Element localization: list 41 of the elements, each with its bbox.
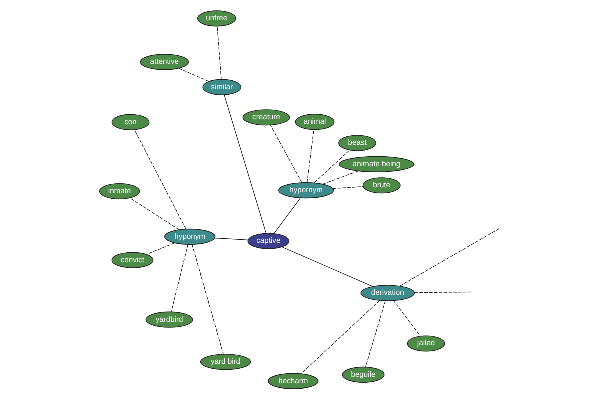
connector	[214, 238, 248, 240]
connector	[134, 130, 186, 230]
node-ellipse: unfree	[196, 10, 236, 27]
connector	[306, 130, 314, 183]
connector	[270, 125, 302, 184]
connector	[332, 186, 364, 190]
connector	[216, 26, 222, 80]
connector	[146, 242, 175, 255]
connector	[170, 244, 188, 312]
connector	[392, 300, 420, 336]
connector	[274, 198, 300, 234]
node-ellipse: derivation	[360, 285, 415, 302]
node-ellipse: captive	[247, 233, 290, 250]
node-ellipse: attentive	[140, 54, 189, 70]
connector	[192, 244, 224, 355]
connector	[178, 68, 209, 82]
connector	[365, 300, 386, 368]
node-ellipse: animate being	[338, 156, 414, 172]
node-ellipse: becharm	[268, 373, 318, 390]
node-ellipse: hyponym	[164, 228, 216, 245]
connector	[314, 150, 350, 184]
connector	[224, 94, 266, 234]
node-ellipse: beast	[338, 135, 376, 152]
node-ellipse: yardbird	[145, 312, 193, 328]
connector	[282, 246, 373, 288]
node-ellipse: similar	[202, 79, 242, 96]
connector	[399, 228, 500, 287]
connector	[300, 300, 380, 374]
connector	[414, 292, 474, 294]
node-ellipse: creature	[242, 110, 290, 126]
node-ellipse: brute	[362, 178, 400, 194]
connector	[322, 170, 358, 185]
node-ellipse: convict	[111, 252, 154, 268]
node-ellipse: con	[111, 114, 150, 130]
node-ellipse: yard bird	[200, 354, 251, 370]
node-ellipse: jailed	[406, 336, 445, 352]
node-ellipse: animal	[294, 114, 334, 130]
node-ellipse: hypernym	[278, 182, 334, 199]
node-ellipse: beguile	[342, 366, 384, 383]
connector	[129, 198, 179, 230]
node-ellipse: inmate	[98, 183, 140, 200]
